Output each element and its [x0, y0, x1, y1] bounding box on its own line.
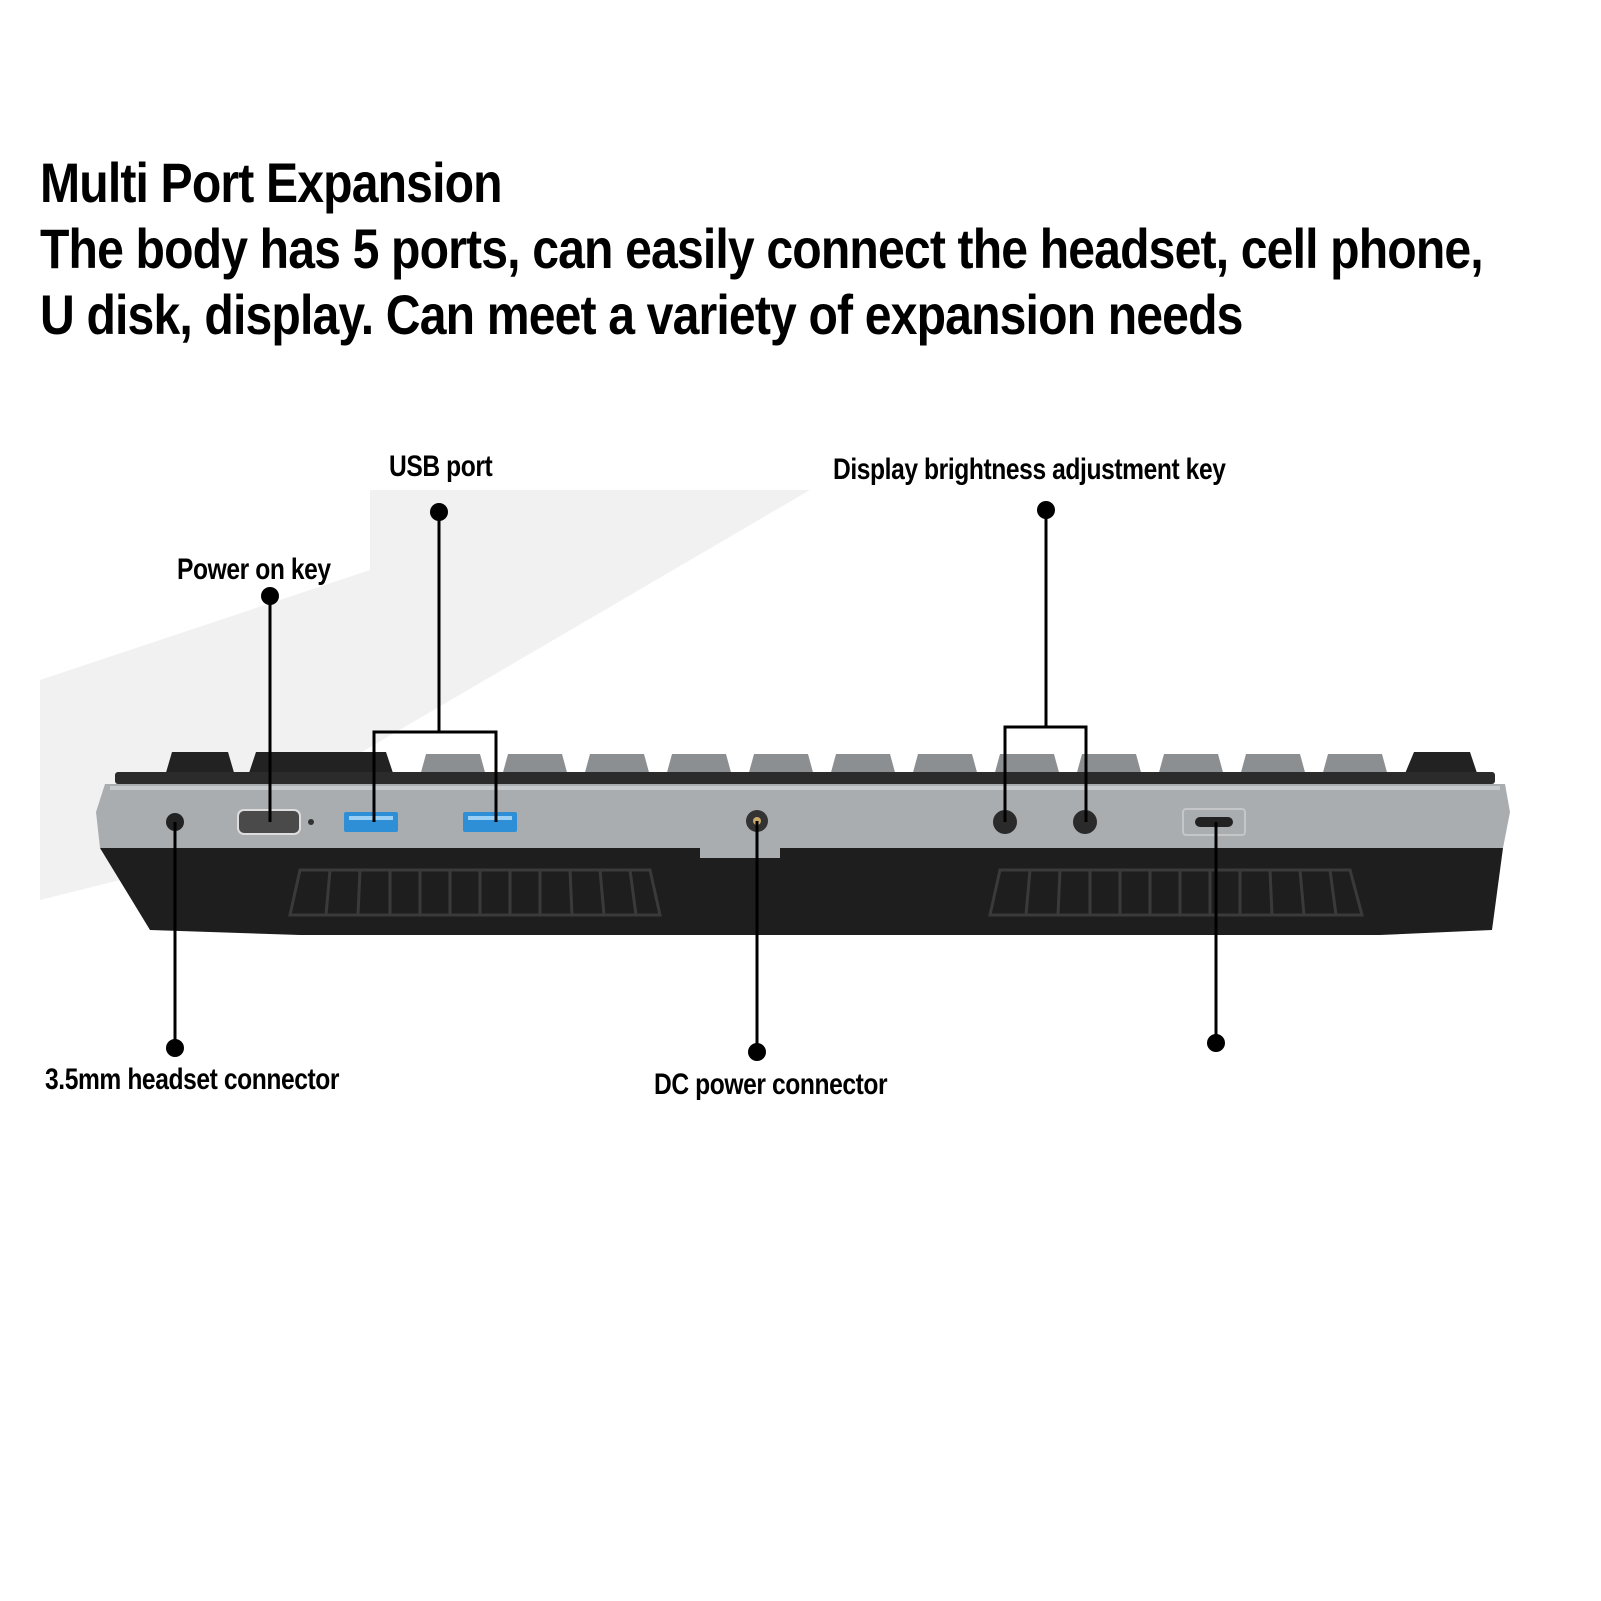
usb-port-2-icon — [463, 812, 517, 832]
callout-lines — [173, 512, 1218, 1052]
brightness-key-label: Display brightness adjustment key — [833, 453, 1226, 486]
keycap-row — [165, 752, 1478, 776]
callout-dots — [166, 501, 1225, 1061]
headline-title: Multi Port Expansion — [40, 151, 503, 214]
usb-port-label: USB port — [389, 450, 493, 483]
headline-line-2: U disk, display. Can meet a variety of e… — [40, 283, 1243, 346]
left-vent — [288, 868, 662, 917]
usb-port-1-icon — [344, 812, 398, 832]
top-plate — [115, 772, 1495, 784]
port-frame — [1182, 808, 1246, 836]
headset-connector-label: 3.5mm headset connector — [45, 1063, 340, 1096]
type-c-port-icon — [1195, 817, 1233, 827]
headline: Multi Port Expansion The body has 5 port… — [40, 150, 1570, 348]
headline-line-1: The body has 5 ports, can easily connect… — [40, 217, 1484, 280]
power-key-label: Power on key — [177, 553, 331, 586]
right-vent — [988, 868, 1364, 917]
dark-base — [100, 848, 1503, 935]
silver-body — [96, 784, 1510, 848]
dc-connector-label: DC power connector — [654, 1068, 888, 1101]
